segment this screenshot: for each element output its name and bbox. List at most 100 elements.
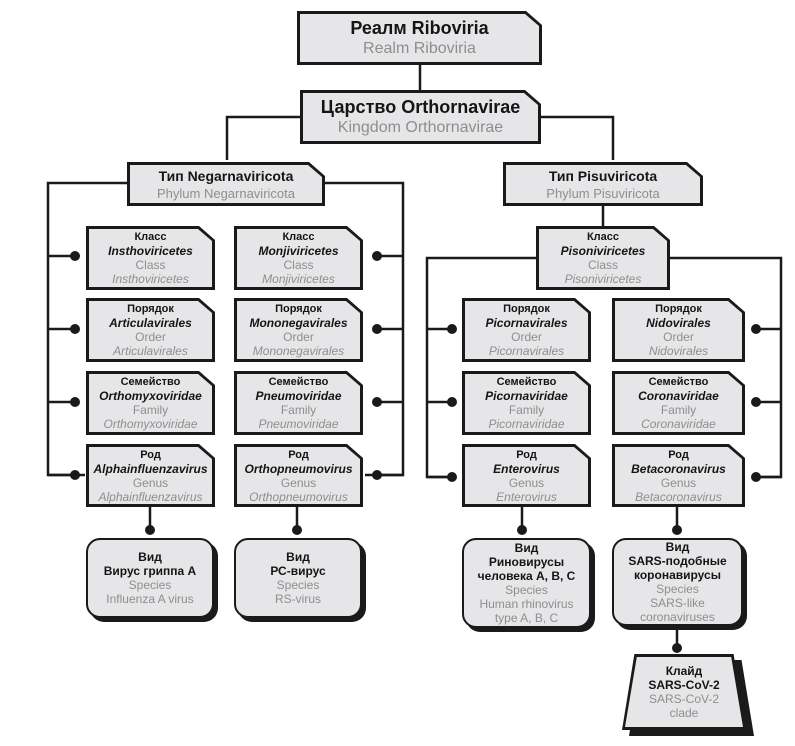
rank-ru: Семейство <box>648 376 709 388</box>
taxon-name-ru: Monjiviricetes <box>258 244 339 258</box>
rank-ru: Класс <box>282 231 315 243</box>
rank-ru: Порядок <box>275 303 322 315</box>
connector-kingdom-left-phylum <box>225 115 300 160</box>
taxon-name-en: Monjiviricetes <box>262 272 335 286</box>
taxon-name-ru: человека A, B, C <box>477 569 576 583</box>
taxon-name-en: Betacoronavirus <box>635 489 722 504</box>
rank-ru: Порядок <box>127 303 174 315</box>
taxon-name-en: SARS-like <box>650 596 705 610</box>
taxon-name-en: Picornavirales <box>488 344 565 358</box>
rank-ru: Вид <box>665 540 690 554</box>
rank-en: Order <box>511 330 542 344</box>
clade-fill <box>625 657 743 727</box>
taxon-name-en: Mononegavirales <box>252 344 345 358</box>
rank-ru: Вид <box>138 550 162 564</box>
taxon-name-en: Picornaviridae <box>488 417 565 431</box>
taxon-name-en: Pisoniviricetes <box>564 272 642 286</box>
connector-dot <box>70 324 80 334</box>
rank-en: Genus <box>660 475 697 490</box>
realm-en: Realm Riboviria <box>363 40 476 57</box>
taxon-name-ru: Nidovirales <box>646 316 711 330</box>
rank-ru: Семейство <box>496 376 557 388</box>
order-articulavirales-box: Порядок Articulavirales Order Articulavi… <box>86 298 215 362</box>
rank-en: Family <box>660 403 697 417</box>
taxon-name-ru: Betacoronavirus <box>631 461 726 476</box>
rank-en: Family <box>508 403 545 417</box>
rank-ru: Род <box>140 448 161 461</box>
rank-en: Order <box>135 330 166 344</box>
rank-ru: Вид <box>514 541 539 555</box>
genus-betacoronavirus-box: Род Betacoronavirus Genus Betacoronaviru… <box>612 444 745 507</box>
taxon-name-en: Enterovirus <box>496 489 557 504</box>
connector-dot <box>292 525 302 535</box>
rank-en: Order <box>283 330 314 344</box>
kingdom-box: Царство Orthornavirae Kingdom Orthornavi… <box>300 90 541 144</box>
connector-dot <box>751 397 761 407</box>
connector-dot <box>672 525 682 535</box>
connector-dot <box>372 324 382 334</box>
rank-en: Species <box>128 578 172 592</box>
species-sars-like-box: Вид SARS-подобные коронавирусы Species S… <box>612 538 743 626</box>
family-orthomyxoviridae-box: Семейство Orthomyxoviridae Family Orthom… <box>86 371 215 435</box>
connector-dot <box>751 324 761 334</box>
species-human-rhinovirus-box: Вид Риновирусы человека A, B, C Species … <box>462 538 591 628</box>
connector-dot <box>372 397 382 407</box>
connector-dot <box>672 643 682 653</box>
rank-en: Class <box>587 258 618 272</box>
rank-en: Genus <box>132 475 169 490</box>
taxon-name-ru: Picornavirales <box>485 316 568 330</box>
connector-dot <box>447 472 457 482</box>
species-influenza-a-box: Вид Вирус гриппа А Species Influenza A v… <box>86 538 214 618</box>
connector-kingdom-right-phylum <box>541 115 615 160</box>
kingdom-ru: Царство Orthornavirae <box>320 97 521 117</box>
class-monjiviricetes-box: Класс Monjiviricetes Class Monjiviricete… <box>234 226 363 290</box>
rank-en: Family <box>280 403 317 417</box>
class-insthoviricetes-box: Класс Insthoviricetes Class Insthovirice… <box>86 226 215 290</box>
rank-en: Species <box>276 578 320 592</box>
phylum-ru: Тип Pisuviricota <box>548 167 658 184</box>
order-picornavirales-box: Порядок Picornavirales Order Picornavira… <box>462 298 591 362</box>
taxon-name-en: Influenza A virus <box>106 592 194 606</box>
clade-text: Клайд SARS-CoV-2 SARS-CoV-2 clade <box>622 654 746 730</box>
family-pneumoviridae-box: Семейство Pneumoviridae Family Pneumovir… <box>234 371 363 435</box>
rank-en: Species <box>505 583 548 597</box>
phylum-en: Phylum Pisuviricota <box>546 185 660 201</box>
species-rs-virus-box: Вид РС-вирус Species RS-virus <box>234 538 362 618</box>
rank-ru: Порядок <box>503 303 550 315</box>
taxon-name-ru: Articulavirales <box>109 316 192 330</box>
rank-ru: Род <box>288 448 309 461</box>
connector-dot <box>372 251 382 261</box>
connector-dot <box>517 525 527 535</box>
connector-dot <box>447 397 457 407</box>
rank-ru: Класс <box>134 231 167 243</box>
genus-orthopneumovirus-box: Род Orthopneumovirus Genus Orthopneumovi… <box>234 444 363 507</box>
rank-en: clade <box>669 706 699 720</box>
taxon-name-ru: Enterovirus <box>493 461 560 476</box>
order-nidovirales-box: Порядок Nidovirales Order Nidovirales <box>612 298 745 362</box>
connector-dot <box>372 470 382 480</box>
connector-dot <box>70 470 80 480</box>
taxon-name-en: Coronaviridae <box>641 417 716 431</box>
taxon-name-ru: SARS-CoV-2 <box>648 678 720 692</box>
connector-dot <box>70 251 80 261</box>
taxon-name-ru: Pneumoviridae <box>255 389 342 403</box>
genus-alphainfluenzavirus-box: Род Alphainfluenzavirus Genus Alphainflu… <box>86 444 215 507</box>
family-picornaviridae-box: Семейство Picornaviridae Family Picornav… <box>462 371 591 435</box>
genus-enterovirus-box: Род Enterovirus Genus Enterovirus <box>462 444 591 507</box>
taxon-name-en: coronaviruses <box>640 610 715 624</box>
kingdom-en: Kingdom Orthornavirae <box>337 119 504 136</box>
taxon-name-ru: Coronaviridae <box>638 389 719 403</box>
connector-dot <box>751 472 761 482</box>
taxon-name-ru: SARS-подобные <box>628 554 727 568</box>
order-mononegavirales-box: Порядок Mononegavirales Order Mononegavi… <box>234 298 363 362</box>
connector-dot <box>447 324 457 334</box>
connector-dot <box>70 397 80 407</box>
taxon-name-en: RS-virus <box>274 592 321 606</box>
realm-ru: Реалм Riboviria <box>350 18 489 38</box>
taxon-name-en: Articulavirales <box>113 344 188 358</box>
taxon-name-ru: Mononegavirales <box>249 316 348 330</box>
rank-en: Class <box>283 258 314 272</box>
taxon-name-en: Pneumoviridae <box>258 417 339 431</box>
phylum-ru: Тип Negarnaviricota <box>158 167 294 184</box>
